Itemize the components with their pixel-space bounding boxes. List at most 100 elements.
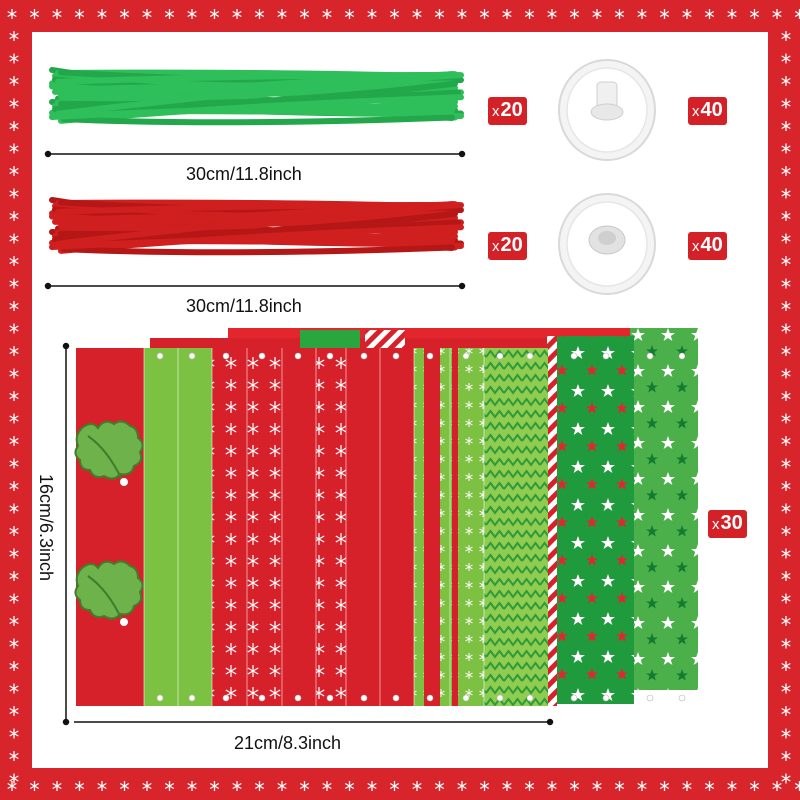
snowflake-icon	[299, 9, 310, 19]
green-pipe-quantity-badge: x20	[488, 97, 527, 125]
snowflake-icon	[9, 166, 19, 176]
snowflake-icon	[9, 458, 19, 469]
snowflake-icon	[781, 616, 791, 626]
snowflake-icon	[569, 9, 580, 19]
snowflake-icon	[9, 503, 19, 514]
snowflake-icon	[781, 346, 791, 356]
snowflake-icon	[209, 781, 220, 791]
snowflake-icon	[727, 781, 737, 791]
snowflake-icon	[209, 9, 220, 19]
snowflake-icon	[9, 256, 19, 266]
snowflake-icon	[232, 9, 242, 19]
snowflake-icon	[9, 368, 19, 379]
snowflake-icon	[367, 781, 377, 791]
snowflake-icon	[7, 781, 17, 791]
snowflake-icon	[781, 638, 791, 649]
holly-leaf-icon	[74, 420, 144, 486]
snowflake-icon	[164, 9, 175, 19]
snowflake-icon	[781, 773, 791, 784]
snowflake-icon	[9, 751, 19, 761]
snowflake-icon	[9, 121, 19, 131]
plastic-connector-icon	[558, 59, 656, 161]
snowflake-icon	[119, 781, 130, 791]
snowflake-icon	[9, 661, 19, 671]
snowflake-icon	[547, 781, 557, 791]
snowflake-icon	[781, 323, 791, 334]
snowflake-icon	[637, 9, 647, 19]
snowflake-icon	[389, 9, 400, 19]
snowflake-icon	[9, 301, 19, 311]
christmas-paper-strips-icon	[74, 328, 698, 706]
snowflake-icon	[9, 211, 19, 221]
snowflake-icon	[29, 9, 40, 19]
snowflake-icon	[659, 9, 670, 19]
snowflake-icon	[9, 323, 19, 334]
holly-leaf-icon	[74, 560, 144, 626]
snowflake-icon	[659, 781, 670, 791]
snowflake-icon	[29, 781, 40, 791]
snowflake-icon	[614, 9, 625, 19]
snowflake-icon	[704, 781, 715, 791]
plastic-washer-icon	[558, 193, 656, 295]
snowflake-icon	[502, 9, 512, 19]
snowflake-icon	[637, 781, 647, 791]
snowflake-icon	[457, 9, 467, 19]
snowflake-icon	[781, 166, 791, 176]
snowflake-icon	[52, 9, 62, 19]
snowflake-icon	[254, 9, 265, 19]
snowflake-icon	[74, 781, 85, 791]
snowflake-icon	[781, 413, 791, 424]
snowflake-icon	[164, 781, 175, 791]
strip-quantity-badge: x30	[708, 510, 747, 538]
snowflake-icon	[9, 526, 19, 536]
snowflake-icon	[52, 781, 62, 791]
snowflake-icon	[781, 458, 791, 469]
red-pipe-quantity-badge: x20	[488, 232, 527, 260]
snowflake-icon	[781, 526, 791, 536]
strip-height-label: 16cm/6.3inch	[36, 474, 56, 582]
snowflake-icon	[781, 661, 791, 671]
snowflake-icon	[9, 391, 19, 401]
snowflake-icon	[614, 781, 625, 791]
snowflake-icon	[781, 301, 791, 311]
snowflake-icon	[592, 781, 602, 791]
snowflake-icon	[781, 571, 791, 581]
snowflake-icon	[781, 188, 791, 199]
snowflake-icon	[749, 9, 760, 19]
snowflake-icon	[781, 121, 791, 131]
strip-width-label: 21cm/8.3inch	[234, 733, 342, 753]
snowflake-icon	[9, 616, 19, 626]
snowflake-icon	[187, 781, 197, 791]
snowflake-icon	[97, 781, 107, 791]
snowflake-icon	[9, 683, 19, 694]
snowflake-icon	[9, 98, 19, 109]
snowflake-icon	[772, 781, 782, 791]
snowflake-icon	[781, 368, 791, 379]
green-pipe-length-label: 30cm/11.8inch	[186, 164, 302, 184]
green-pipe-cleaner-bundle-icon	[49, 67, 464, 126]
snowflake-icon	[9, 436, 19, 446]
snowflake-icon	[524, 781, 535, 791]
snowflake-icon	[781, 436, 791, 446]
snowflake-icon	[9, 481, 19, 491]
snowflake-icon	[277, 781, 287, 791]
snowflake-icon	[9, 638, 19, 649]
snowflake-icon	[479, 781, 490, 791]
snowflake-icon	[682, 781, 692, 791]
snowflake-icon	[781, 683, 791, 694]
snowflake-icon	[7, 9, 17, 19]
snowflake-icon	[187, 9, 197, 19]
snowflake-icon	[781, 503, 791, 514]
snowflake-icon	[781, 481, 791, 491]
snowflake-icon	[781, 593, 791, 604]
pipe-measure-lines	[44, 150, 466, 290]
snowflake-icon	[781, 98, 791, 109]
snowflake-icon	[232, 781, 242, 791]
snowflake-icon	[322, 9, 332, 19]
snowflake-icon	[781, 278, 791, 289]
snowflake-icon	[781, 728, 791, 739]
snowflake-icon	[781, 706, 791, 716]
snowflake-icon	[9, 188, 19, 199]
snowflake-icon	[9, 346, 19, 356]
